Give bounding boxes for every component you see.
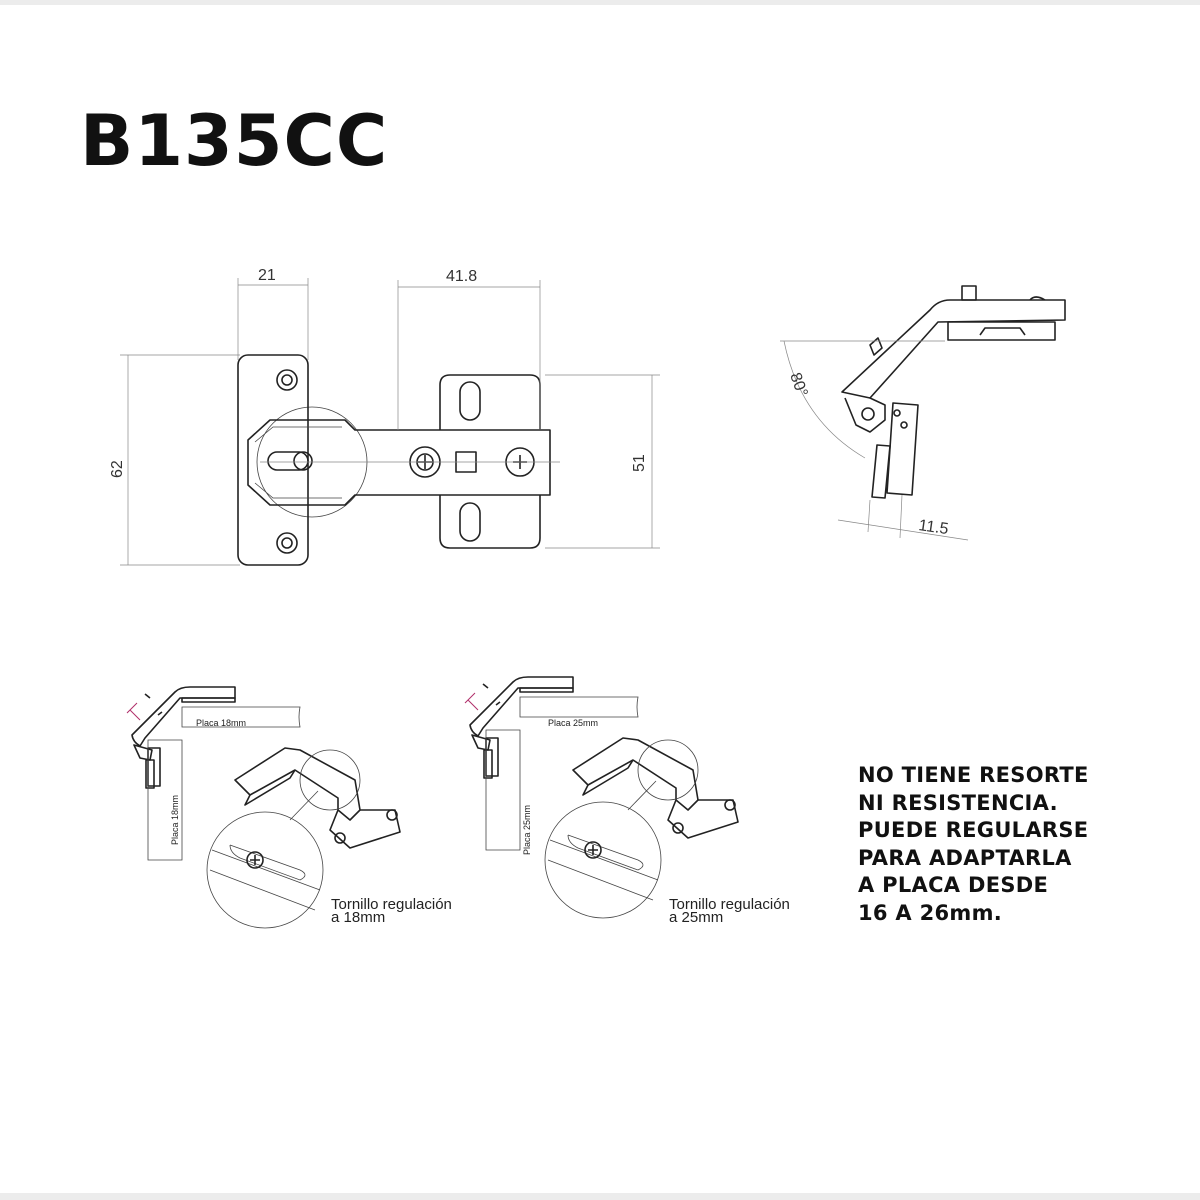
door-plate-label: Placa 18mm	[196, 718, 246, 728]
product-title: B135CC	[80, 100, 389, 182]
note-line: NO TIENE RESORTE	[858, 763, 1089, 787]
side-plate-label: Placa 18mm	[170, 795, 180, 845]
caption-line2: a 18mm	[331, 909, 385, 926]
dim-mount-height: 51	[631, 454, 648, 472]
side-plate-label: Placa 25mm	[522, 805, 532, 855]
dim-total-height: 62	[109, 460, 126, 478]
dim-offset: 11.5	[917, 517, 949, 538]
caption-line1: Tornillo regulación	[669, 896, 790, 913]
dim-plate-width: 21	[258, 267, 276, 284]
note-line: 16 A 26mm.	[858, 900, 1003, 925]
detail-18mm: Placa 18mm Placa 18mm Tornillo regulació…	[126, 686, 452, 929]
detail-25mm: Placa 25mm Placa 25mm Tornillo regulació…	[464, 676, 790, 926]
bottom-border	[0, 1193, 1200, 1200]
note-line: PUEDE REGULARSE	[858, 818, 1089, 842]
door-plate-label: Placa 25mm	[548, 718, 598, 728]
caption-line1: Tornillo regulación	[331, 896, 452, 913]
note-line: PARA ADAPTARLA	[858, 845, 1072, 870]
caption-line2: a 25mm	[669, 909, 723, 926]
dim-angle: 80°	[786, 371, 810, 400]
note-line: NI RESISTENCIA.	[858, 790, 1058, 815]
product-note: NO TIENE RESORTE NI RESISTENCIA. PUEDE R…	[858, 762, 1089, 927]
hinge-top-view	[237, 354, 560, 566]
top-border	[0, 0, 1200, 5]
note-line: A PLACA DESDE	[858, 873, 1049, 897]
dimension-lines	[120, 278, 660, 566]
dim-mount-width: 41.8	[446, 268, 477, 285]
hinge-side-view	[780, 285, 1066, 541]
